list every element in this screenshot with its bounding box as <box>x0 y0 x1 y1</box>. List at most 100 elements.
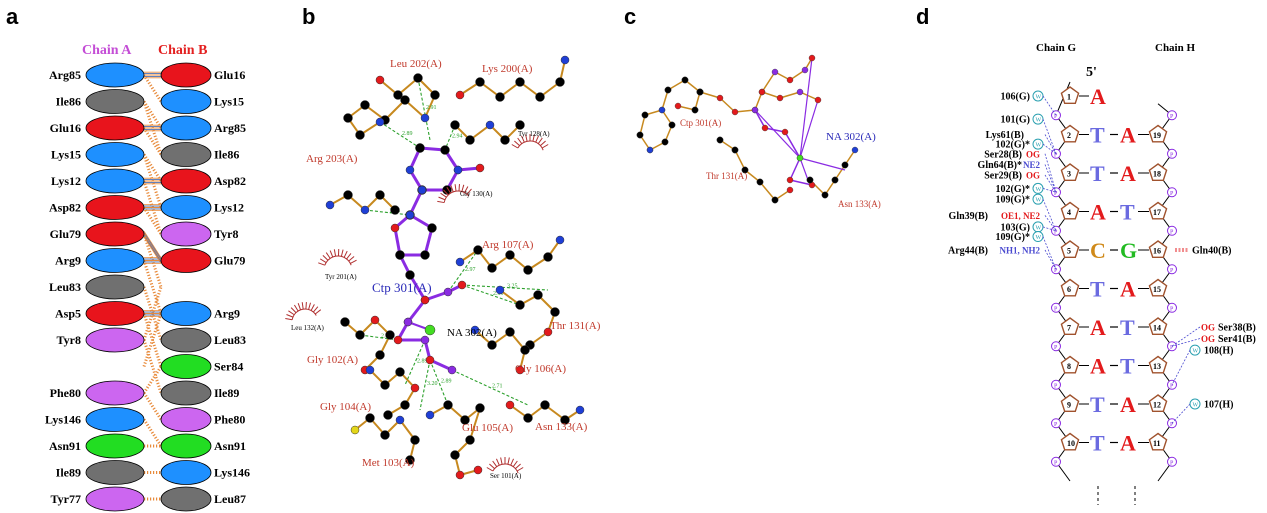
hydrophobic-arc-tick <box>297 303 302 310</box>
atom-c <box>696 88 704 96</box>
chain-b-residue-label: Arg9 <box>214 307 240 321</box>
atom-n <box>365 365 375 375</box>
hydrophobic-arc-tick <box>521 135 525 143</box>
atom-c <box>741 166 749 174</box>
atom-c <box>450 120 460 130</box>
panel-c-bonds <box>639 57 856 201</box>
phosphate-letter: P <box>1170 268 1174 274</box>
water-letter: W <box>1036 225 1042 231</box>
nonbonded-contact-line <box>142 233 163 288</box>
nonbonded-contact-line <box>142 365 163 394</box>
contact-atom-label: OE1, NE2 <box>1001 211 1041 221</box>
panel-b-ion-label: NA 302(A) <box>447 327 497 339</box>
phosphate-letter: P <box>1170 306 1174 312</box>
nonbonded-contact-line <box>142 154 163 208</box>
atom-o <box>674 102 682 110</box>
chain-a-residue-label: Ile86 <box>56 95 81 109</box>
atom-o <box>370 315 380 325</box>
chain-a-residue-label: Leu83 <box>49 280 81 294</box>
bond-line <box>406 299 427 323</box>
hbond-distance-label: 2.94 <box>452 134 463 140</box>
chain-a-residue-node <box>85 168 145 194</box>
hbond-distance-label: 2.91 <box>426 105 437 111</box>
chain-b-residue-label: Ile86 <box>214 148 239 162</box>
atom-n <box>420 113 430 123</box>
atom-c <box>427 223 437 233</box>
chain-g-sugar <box>1060 317 1080 335</box>
atom-na <box>796 154 804 162</box>
atom-na <box>424 324 436 336</box>
residue-gly106: Gly 106(A) <box>515 363 566 375</box>
atom-c <box>487 340 497 350</box>
chain-a-residue-node <box>85 89 145 114</box>
chain-a-residue-node <box>85 327 145 353</box>
bond-line <box>734 149 746 171</box>
nonbonded-contact-line <box>142 74 163 103</box>
atom-c <box>415 143 425 153</box>
chain-a-residue-label: Arg85 <box>49 68 81 82</box>
atom-c <box>540 400 550 410</box>
chain-a-residue-label: Asp82 <box>49 201 81 215</box>
salt-bridge-line <box>143 232 162 260</box>
residue-leu202: Leu 202(A) <box>390 58 442 70</box>
hydrophobic-arc-tick <box>464 186 469 193</box>
chain-g-sugar <box>1060 240 1080 258</box>
chain-a-residue-label: Ile89 <box>56 466 81 480</box>
panel-label-c: c <box>624 4 636 29</box>
atom-c <box>533 290 543 300</box>
hydrophobic-arc-tick <box>532 134 535 142</box>
hydrophobic-arc-tick <box>535 135 539 143</box>
atom-c <box>405 455 415 465</box>
contact-residue-label: Gln39(B) <box>949 211 988 222</box>
hbond-distance-label: 2.89 <box>402 131 413 137</box>
hydrophobic-arc-tick <box>515 463 521 470</box>
atom-c <box>495 92 505 102</box>
atom-c <box>430 90 440 100</box>
hydrophobic-arc-tick <box>437 200 445 204</box>
contact-line <box>1044 153 1057 193</box>
chain-h-nucleotide-number: 17 <box>1153 208 1161 217</box>
atom-c <box>393 90 403 100</box>
water-residue-label: 108(H) <box>1204 346 1233 357</box>
chain-g-nucleotide-number: 1 <box>1067 93 1071 102</box>
hydrophobic-arc-tick <box>540 140 546 147</box>
contact-line <box>1044 134 1057 154</box>
bond-line <box>719 97 736 113</box>
phosphate-node <box>1051 418 1061 429</box>
atom-o <box>457 280 467 290</box>
atom-o <box>761 124 769 132</box>
atom-o <box>543 327 553 337</box>
contact-residue-label: Gln40(B) <box>1192 246 1231 257</box>
atom-c <box>821 191 829 199</box>
atom-c <box>473 245 483 255</box>
panel-b-atoms <box>325 55 585 480</box>
hydrogen-bond-line <box>461 284 549 291</box>
chain-g-nucleotide-number: 4 <box>1067 208 1071 217</box>
hydrophobic-arc-tick <box>489 463 495 470</box>
chain-b-residue-node <box>160 354 212 379</box>
metal-coordination-line <box>799 157 809 181</box>
hydrophobic-arc-tick <box>514 140 520 147</box>
atom-c <box>413 73 423 83</box>
chain-a-residue-label: Asp5 <box>55 307 81 321</box>
atom-c <box>355 130 365 140</box>
atom-n <box>405 210 415 220</box>
atom-c <box>340 317 350 327</box>
atom-c <box>555 77 565 87</box>
atom-p <box>751 106 759 114</box>
chain-h-nucleotide-number: 18 <box>1153 170 1161 179</box>
chain-g-sugar <box>1060 201 1080 220</box>
atom-c <box>500 135 510 145</box>
phosphate-node <box>1167 456 1177 467</box>
chain-b-residue-node <box>160 407 212 432</box>
atom-n <box>495 285 505 295</box>
atom-o <box>420 295 430 305</box>
atom-c <box>641 111 649 119</box>
chain-a-residue-node <box>85 274 145 300</box>
atom-c <box>395 250 405 260</box>
hydrophobic-arc <box>324 255 352 266</box>
contact-line <box>1042 95 1057 116</box>
hbond-distance-label: 2.71 <box>492 384 503 390</box>
